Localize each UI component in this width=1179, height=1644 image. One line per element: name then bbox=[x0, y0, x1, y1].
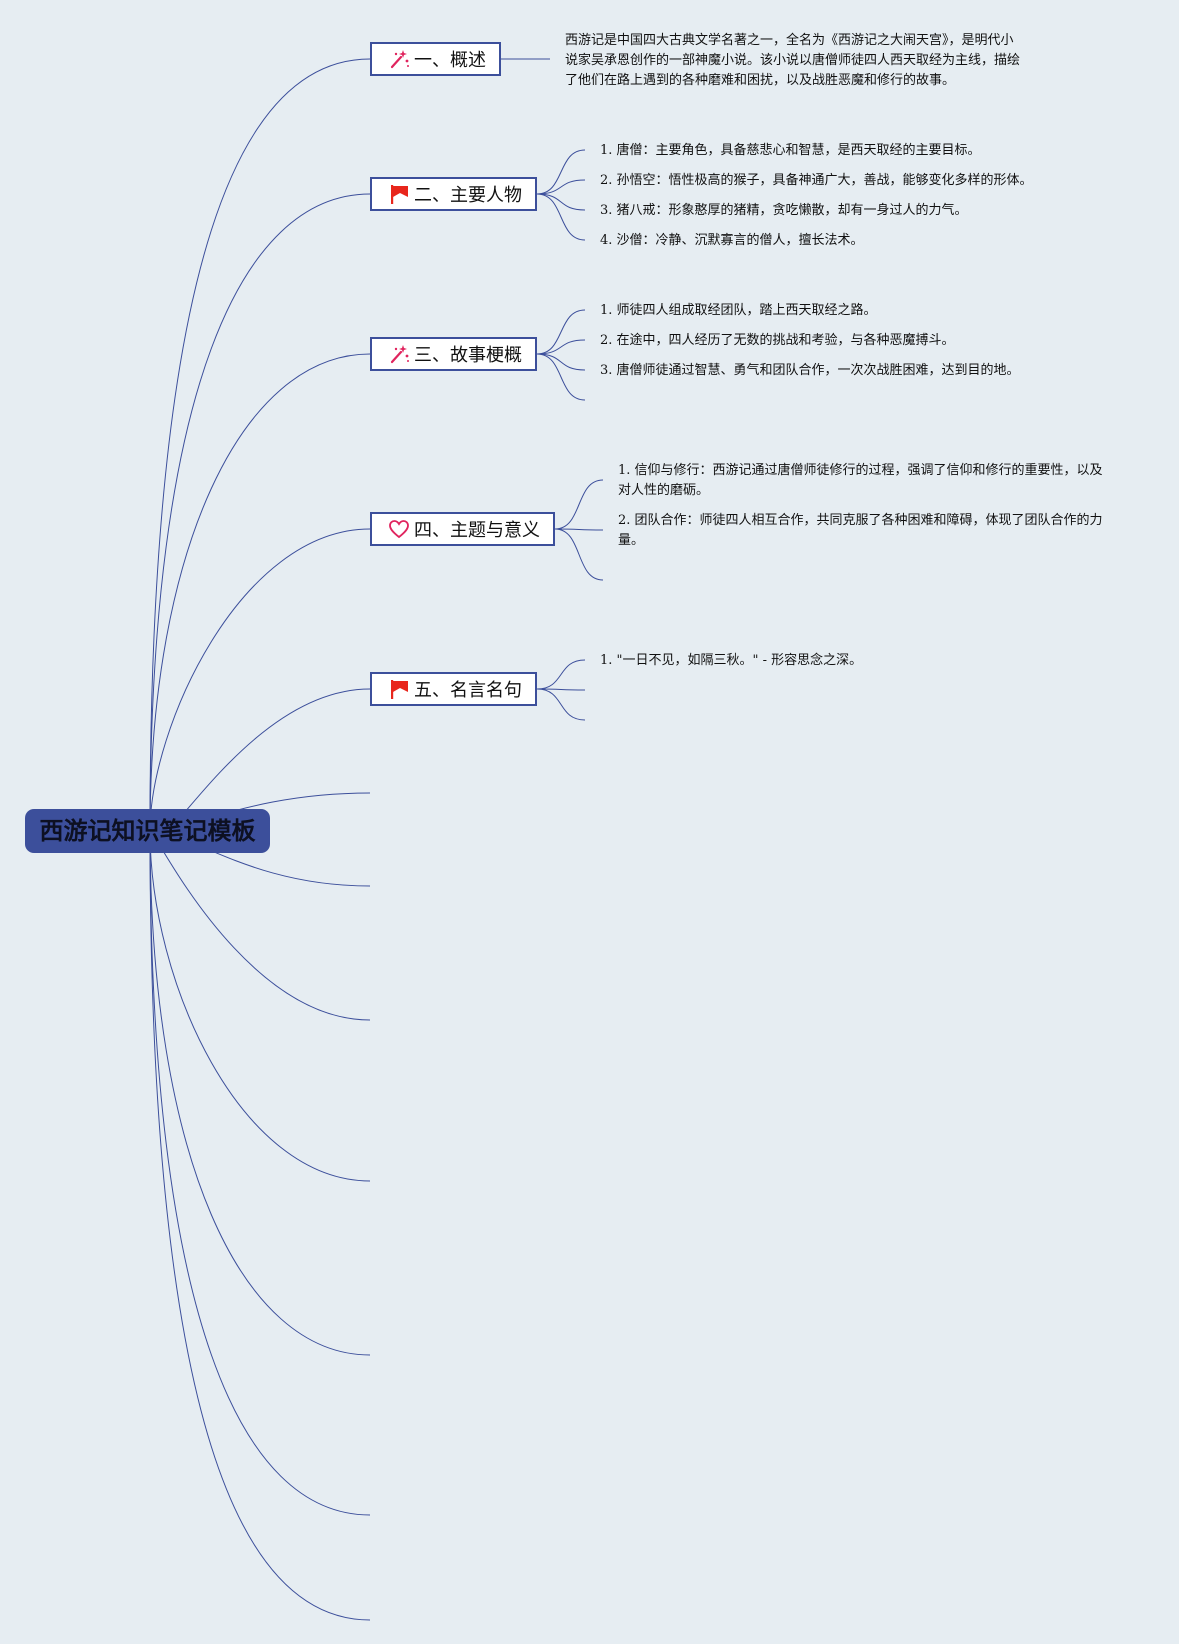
note-character-4[interactable]: 4. 沙僧：冷静、沉默寡言的僧人，擅长法术。 bbox=[600, 233, 864, 248]
connector-root-empty-branch bbox=[149, 830, 371, 1021]
connector-topic-note bbox=[554, 528, 604, 531]
magic-wand-icon bbox=[390, 50, 409, 69]
connector-topic-note bbox=[536, 149, 586, 195]
note-line: 了他们在路上遇到的各种磨难和困扰，以及战胜恶魔和修行的故事。 bbox=[565, 73, 956, 88]
connector-root-empty-branch bbox=[149, 830, 371, 1516]
connector-topic-note bbox=[536, 688, 586, 691]
red-flag-icon bbox=[391, 185, 408, 204]
note-plot-1[interactable]: 1. 师徒四人组成取经团队，踏上西天取经之路。 bbox=[600, 303, 877, 318]
connector-topic-note bbox=[536, 309, 586, 355]
topic-label: 三、故事梗概 bbox=[414, 345, 522, 366]
root-topic[interactable]: 西游记知识笔记模板 bbox=[25, 809, 270, 853]
root-topic-label: 西游记知识笔记模板 bbox=[39, 817, 256, 845]
connector-root-topic bbox=[149, 353, 371, 832]
heart-outline-icon bbox=[389, 520, 409, 539]
connector-topic-note bbox=[536, 688, 586, 721]
topic-plot-summary[interactable]: 三、故事梗概 bbox=[370, 337, 537, 371]
note-line: 说家吴承恩创作的一部神魔小说。该小说以唐僧师徒四人西天取经为主线，描绘 bbox=[565, 53, 1021, 68]
topic-label: 五、名言名句 bbox=[414, 680, 522, 701]
note-theme-2[interactable]: 2. 团队合作：师徒四人相互合作，共同克服了各种困难和障碍，体现了团队合作的力量… bbox=[618, 513, 1103, 548]
note-plot-3[interactable]: 3. 唐僧师徒通过智慧、勇气和团队合作，一次次战胜困难，达到目的地。 bbox=[600, 363, 1020, 378]
connector-topic-note bbox=[536, 179, 586, 195]
note-quote-1[interactable]: 1. "一日不见，如隔三秋。" - 形容思念之深。 bbox=[600, 653, 863, 668]
connector-topic-note bbox=[536, 353, 586, 401]
topic-themes[interactable]: 四、主题与意义 bbox=[370, 512, 555, 546]
connector-topic-note bbox=[536, 659, 586, 690]
red-flag-icon bbox=[391, 680, 408, 699]
note-character-3[interactable]: 3. 猪八戒：形象憨厚的猪精，贪吃懒散，却有一身过人的力气。 bbox=[600, 203, 968, 218]
topic-famous-quotes[interactable]: 五、名言名句 bbox=[370, 672, 537, 706]
topic-label: 二、主要人物 bbox=[414, 185, 522, 206]
topic-overview[interactable]: 一、概述 bbox=[370, 42, 501, 76]
note-line: 西游记是中国四大古典文学名著之一，全名为《西游记之大闹天宫》，是明代小 bbox=[565, 33, 1014, 48]
topic-label: 一、概述 bbox=[414, 50, 486, 71]
connector-root-empty-branch bbox=[149, 830, 371, 1356]
connector-root-topic bbox=[149, 193, 371, 832]
connector-topic-note bbox=[554, 528, 604, 581]
note-theme-1[interactable]: 1. 信仰与修行：西游记通过唐僧师徒修行的过程，强调了信仰和修行的重要性，以及对… bbox=[618, 463, 1103, 498]
connector-root-topic bbox=[149, 528, 371, 832]
topic-main-characters[interactable]: 二、主要人物 bbox=[370, 177, 537, 211]
connector-topic-note bbox=[536, 339, 586, 355]
connector-topic-note bbox=[536, 353, 586, 371]
topic-label: 四、主题与意义 bbox=[414, 520, 540, 541]
note-plot-2[interactable]: 2. 在途中，四人经历了无数的挑战和考验，与各种恶魔搏斗。 bbox=[600, 333, 955, 348]
connector-topic-note bbox=[536, 193, 586, 211]
note-character-2[interactable]: 2. 孙悟空：悟性极高的猴子，具备神通广大，善战，能够变化多样的形体。 bbox=[600, 173, 1033, 188]
connector-root-empty-branch bbox=[149, 830, 371, 1182]
note-character-1[interactable]: 1. 唐僧：主要角色，具备慈悲心和智慧，是西天取经的主要目标。 bbox=[600, 143, 981, 158]
connector-topic-note bbox=[536, 193, 586, 241]
magic-wand-icon bbox=[390, 345, 409, 364]
connector-root-topic bbox=[149, 58, 371, 832]
connector-topic-note bbox=[554, 479, 604, 530]
note-overview[interactable]: 西游记是中国四大古典文学名著之一，全名为《西游记之大闹天宫》，是明代小 说家吴承… bbox=[565, 31, 1020, 91]
connector-root-empty-branch bbox=[149, 830, 371, 1621]
